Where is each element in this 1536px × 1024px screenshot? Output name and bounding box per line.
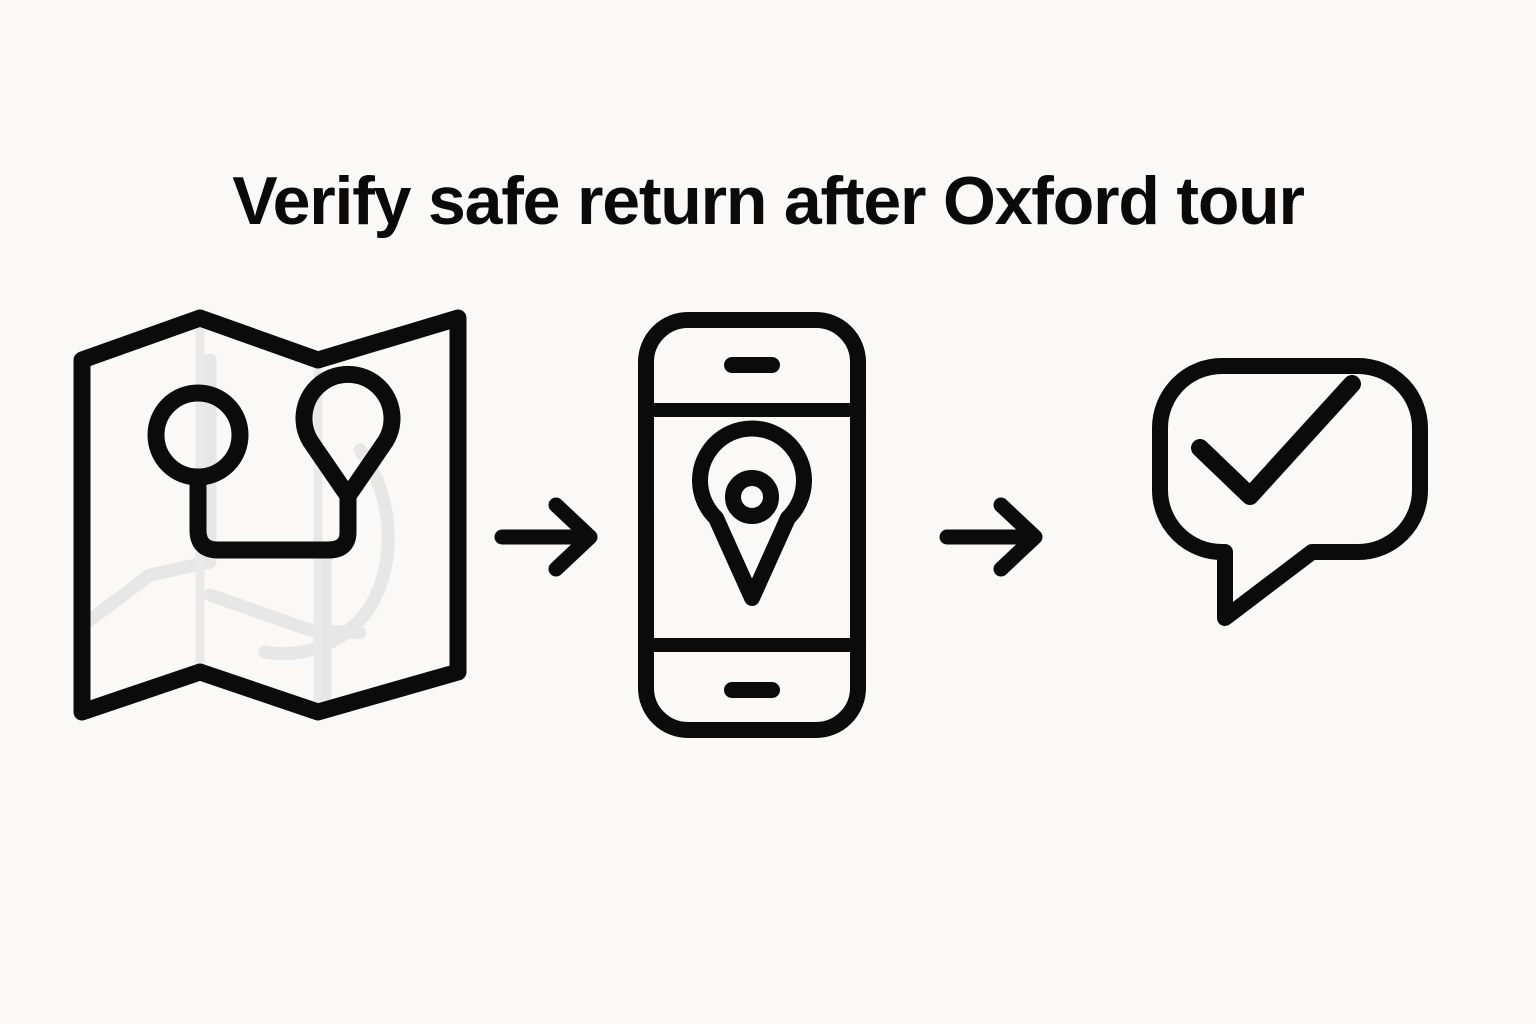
page-title: Verify safe return after Oxford tour	[232, 162, 1305, 239]
process-flow	[0, 300, 1536, 770]
connector-arrow-2	[935, 485, 1055, 585]
step-phone	[620, 300, 910, 770]
step-map	[60, 300, 480, 770]
connector-arrow-1	[490, 485, 610, 585]
folded-map-with-route-icon	[60, 300, 480, 730]
step-confirmation	[1090, 300, 1450, 770]
chat-bubble-checkmark-icon	[1090, 300, 1450, 640]
arrow-right-icon	[935, 485, 1055, 585]
smartphone-location-pin-icon	[620, 300, 910, 750]
arrow-right-icon	[490, 485, 610, 585]
